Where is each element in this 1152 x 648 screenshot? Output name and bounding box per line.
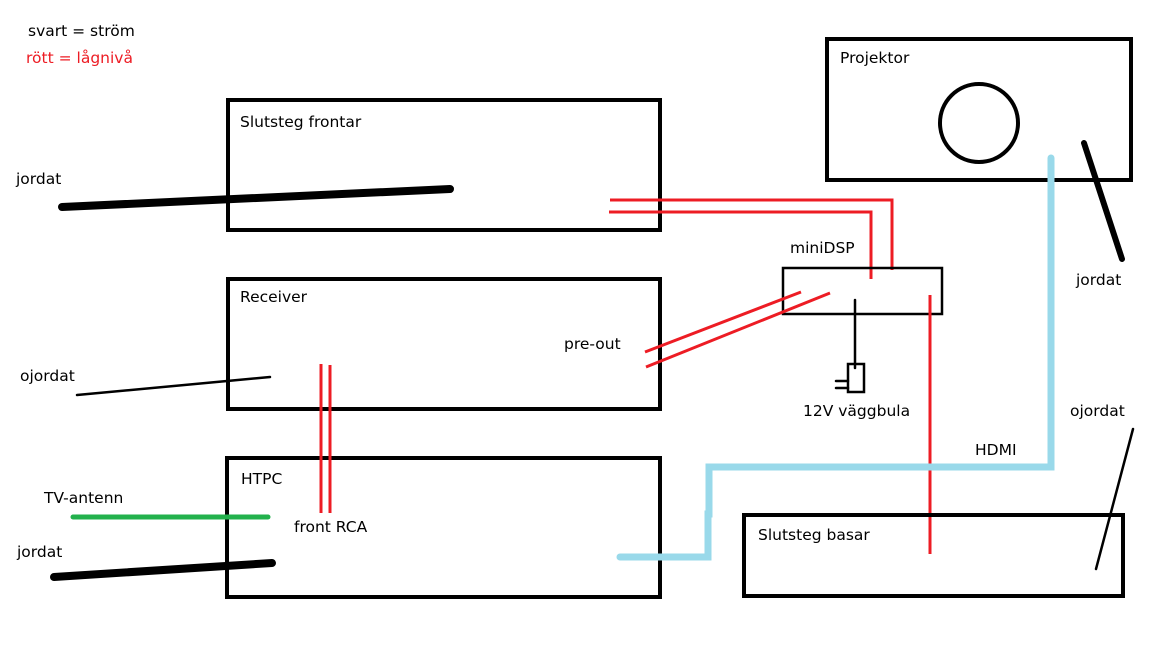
htpc-label: HTPC <box>241 470 282 488</box>
legend: svart = ström rött = lågnivå <box>26 22 135 67</box>
basar-power-cable <box>1094 427 1135 571</box>
htpc-box <box>225 456 662 599</box>
slutsteg-basar-label: Slutsteg basar <box>758 526 870 544</box>
projektor-box <box>825 37 1133 182</box>
slutsteg-basar-box <box>742 513 1125 598</box>
hdmi-cable <box>616 154 1055 561</box>
basar-power-label: ojordat <box>1070 402 1125 420</box>
preout-dsp-wire-1 <box>644 290 802 354</box>
device-slutsteg-basar: Slutsteg basar <box>742 513 1125 598</box>
antenna-label: TV-antenn <box>43 489 123 507</box>
wall-adapter-body <box>846 362 866 394</box>
frontar-power-cable <box>58 185 454 211</box>
projector-power-label: jordat <box>1075 271 1121 289</box>
frontar-dsp-wire-2 <box>609 210 873 279</box>
pre-out-label: pre-out <box>564 335 621 353</box>
legend-low-level: rött = lågnivå <box>26 49 133 67</box>
legend-power: svart = ström <box>28 22 135 40</box>
receiver-box <box>226 277 662 411</box>
minidsp-label: miniDSP <box>790 239 855 257</box>
receiver-label: Receiver <box>240 288 308 306</box>
hdmi-label: HDMI <box>975 441 1017 459</box>
device-projektor: Projektor <box>825 37 1133 182</box>
preout-dsp-wire-2 <box>645 291 831 369</box>
device-minidsp: miniDSP <box>781 239 944 316</box>
minidsp-box <box>781 266 944 316</box>
receiver-power-label: ojordat <box>20 367 75 385</box>
htpc-power-cable <box>50 559 276 581</box>
wall-adapter-label: 12V väggbula <box>803 402 910 420</box>
receiver-power-cable <box>75 375 272 397</box>
projector-power-cable <box>1081 140 1125 262</box>
slutsteg-frontar-box <box>226 98 662 232</box>
device-htpc: HTPC front RCA <box>225 456 662 599</box>
device-slutsteg-frontar: Slutsteg frontar <box>226 98 662 232</box>
frontar-dsp-wire-1 <box>610 198 894 270</box>
slutsteg-frontar-label: Slutsteg frontar <box>240 113 362 131</box>
device-receiver: Receiver pre-out <box>226 277 662 411</box>
front-rca-label: front RCA <box>294 518 368 536</box>
wall-adapter <box>834 362 866 394</box>
projektor-label: Projektor <box>840 49 910 67</box>
frontar-power-label: jordat <box>15 170 61 188</box>
projector-lens-icon <box>938 82 1020 164</box>
htpc-power-label: jordat <box>16 543 62 561</box>
